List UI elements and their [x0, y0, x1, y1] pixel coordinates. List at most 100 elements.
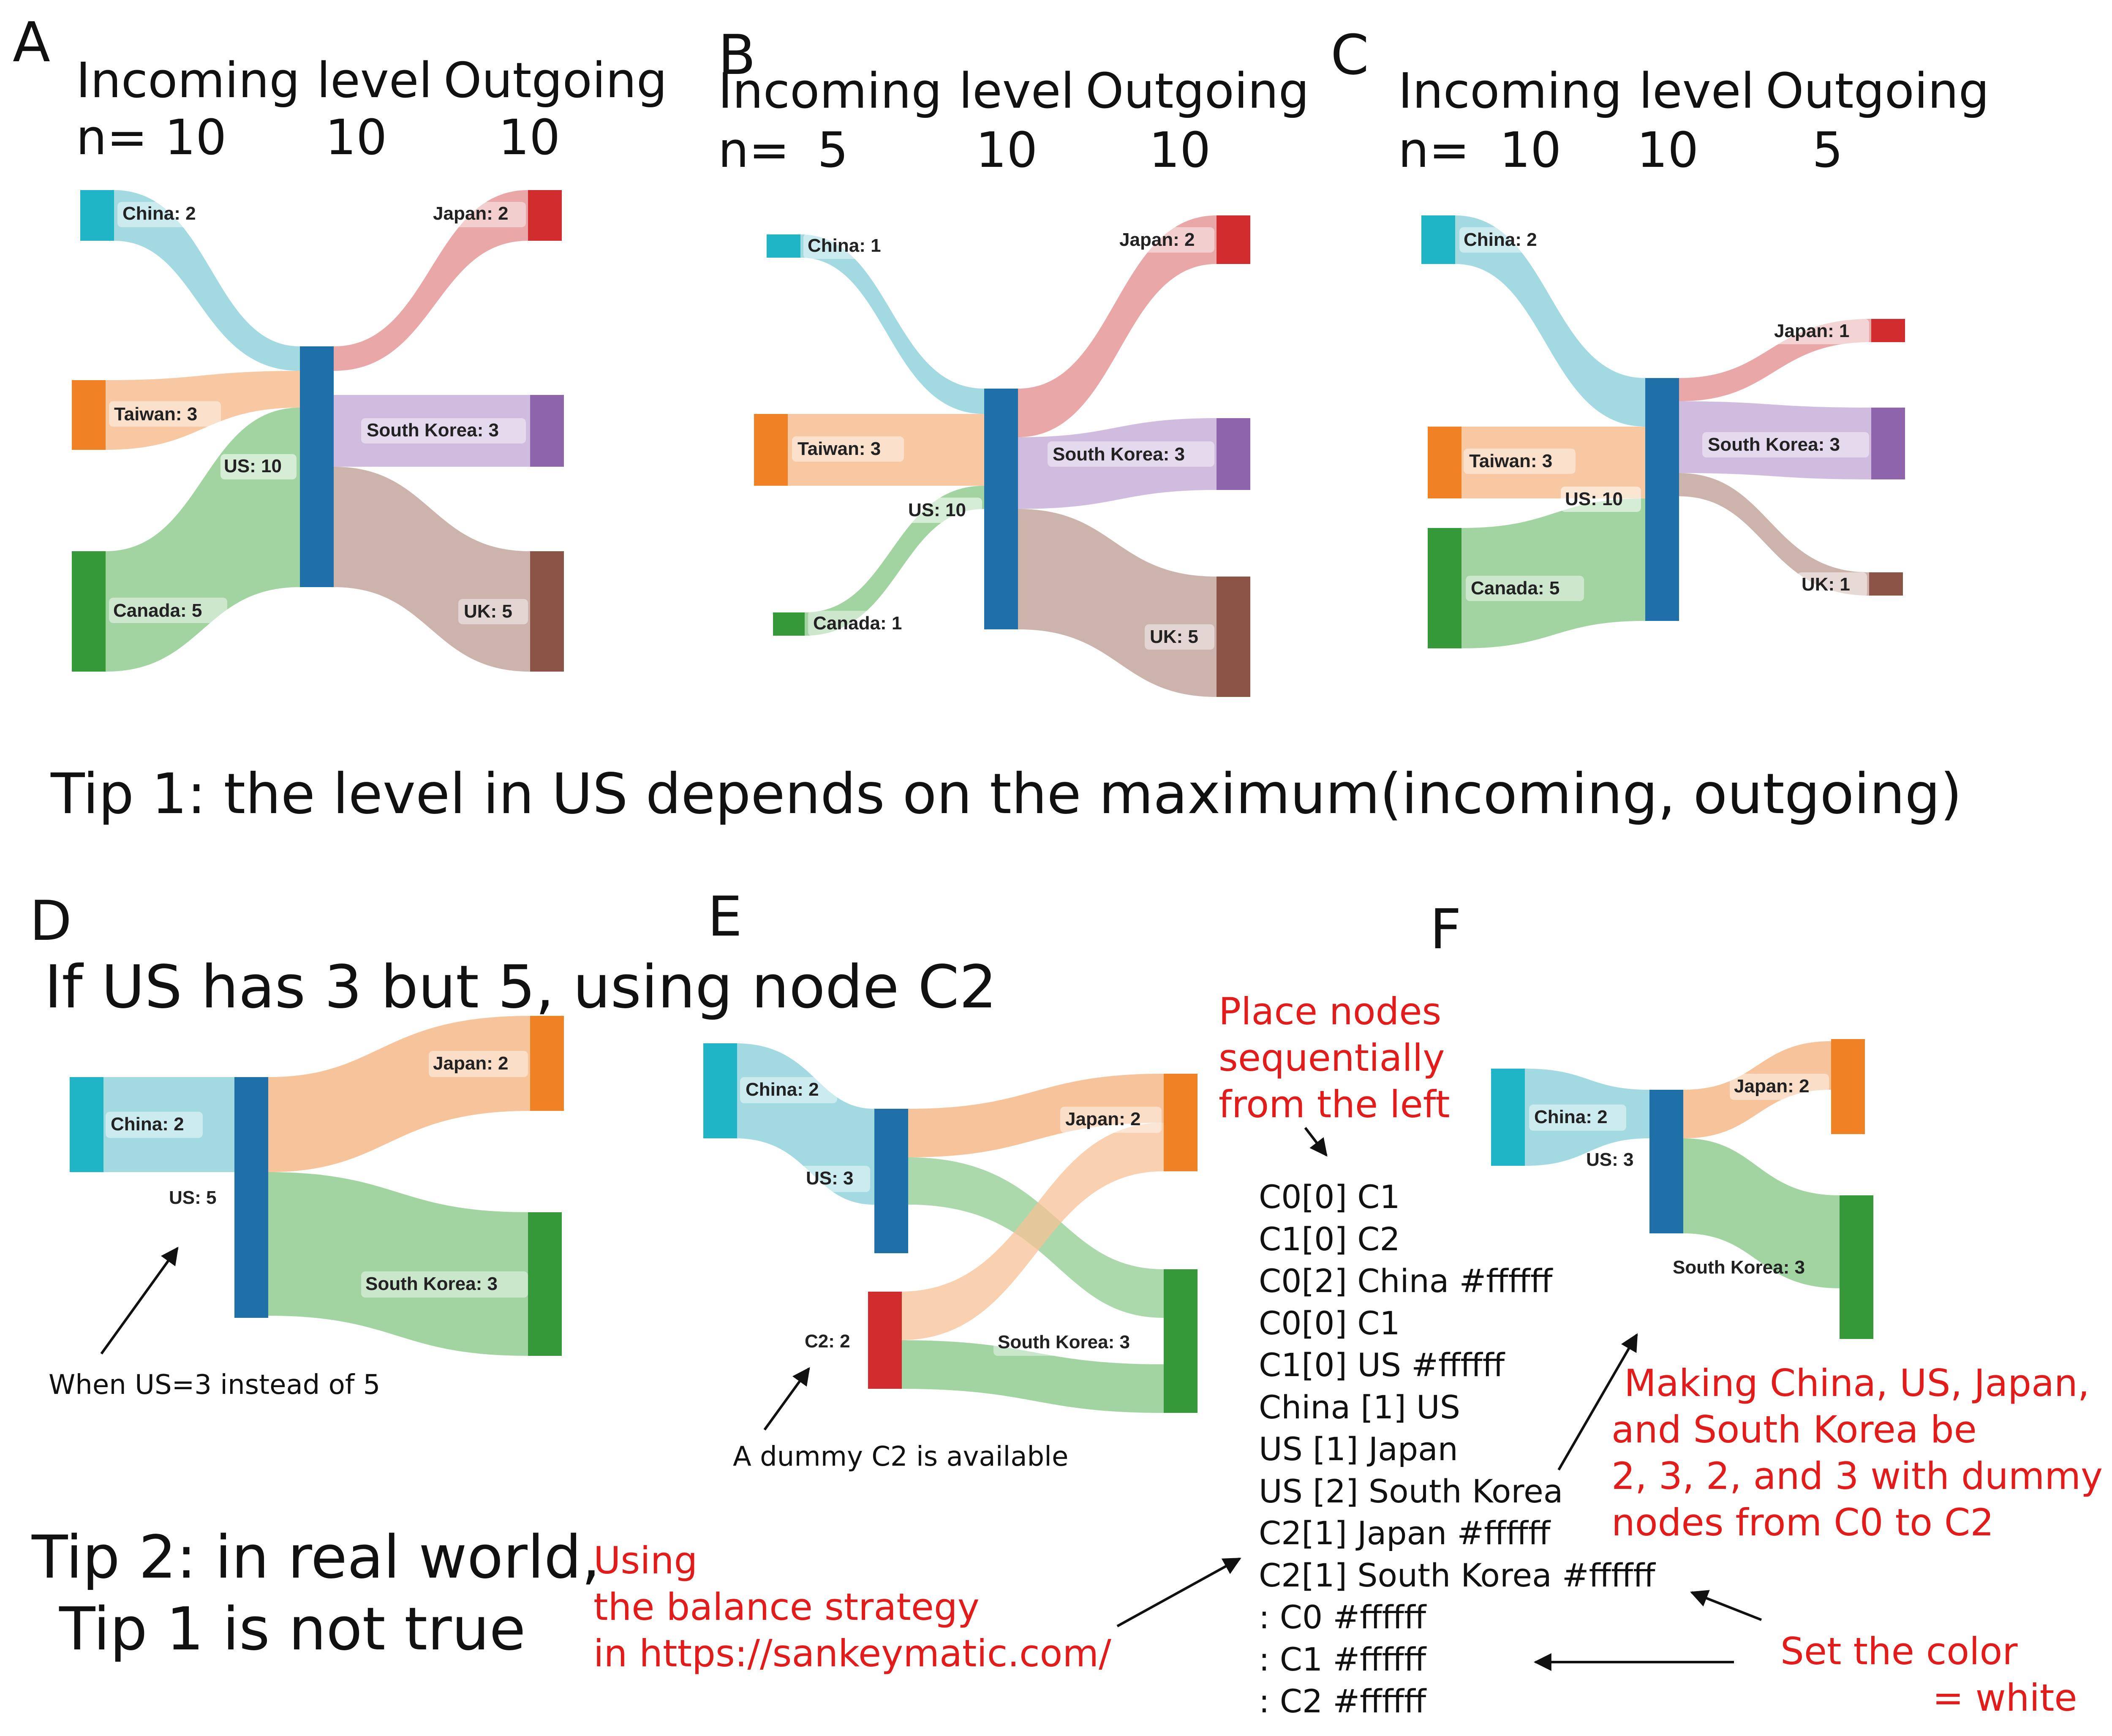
- link-us-south-korea: [334, 395, 530, 467]
- panel-d-letter: D: [30, 889, 72, 953]
- node-japan: [530, 1016, 564, 1111]
- label-canada: Canada: 1: [813, 613, 902, 634]
- panel-c-header-level: level: [1639, 63, 1754, 120]
- panel-b-n-incoming: 5: [817, 122, 848, 179]
- label-japan: Japan: 2: [433, 1053, 509, 1074]
- label-south-korea: South Korea: 3: [365, 1273, 498, 1294]
- panel-c-header-outgoing: Outgoing: [1766, 63, 1990, 120]
- label-bg: [1464, 449, 1576, 474]
- link-us-japan: [334, 190, 528, 371]
- note-line: 2, 3, 2, and 3 with dummy: [1611, 1454, 2103, 1498]
- label-south-korea: South Korea: 3: [1673, 1257, 1805, 1278]
- note-place-nodes: Place nodes sequentially from the left: [1219, 990, 1450, 1126]
- label-japan: Japan: 2: [1734, 1076, 1810, 1097]
- label-bg: [993, 1330, 1160, 1356]
- panel-d-heading: If US has 3 but 5, using node C2: [44, 953, 997, 1022]
- node-japan: [1871, 319, 1905, 342]
- link-canada-us: [805, 486, 984, 636]
- label-uk: UK: 1: [1802, 574, 1850, 595]
- label-china: China: 2: [122, 203, 196, 224]
- node-south-korea: [1217, 418, 1250, 490]
- node-south-korea: [528, 1212, 562, 1356]
- link-china-us: [800, 234, 984, 414]
- code-line: : C1 #ffffff: [1259, 1641, 1427, 1678]
- panel-c-n-label: n=: [1398, 122, 1470, 179]
- label-japan: Japan: 1: [1774, 321, 1850, 341]
- label-bg: [220, 454, 297, 479]
- label-uk: UK: 5: [464, 601, 512, 622]
- note-line: the balance strategy: [593, 1585, 980, 1629]
- label-china: China: 2: [1464, 229, 1537, 250]
- panel-f-letter: F: [1430, 897, 1462, 961]
- note-line: Set the color: [1780, 1630, 2018, 1673]
- link-us-uk: [1018, 509, 1217, 697]
- panel-b-header-incoming: Incoming: [718, 63, 942, 120]
- making-values-arrow: [1557, 1333, 1638, 1471]
- link-taiwan-us: [788, 414, 984, 486]
- node-south-korea: [1164, 1269, 1198, 1413]
- label-bg: [429, 202, 526, 227]
- label-taiwan: Taiwan: 3: [114, 404, 197, 424]
- label-us: US: 3: [1586, 1149, 1633, 1170]
- panel-b-n-outgoing: 10: [1149, 122, 1211, 179]
- label-bg: [1466, 576, 1584, 601]
- label-bg: [1702, 432, 1869, 457]
- node-south-korea: [1840, 1195, 1873, 1339]
- label-bg: [800, 1166, 870, 1192]
- label-taiwan: Taiwan: 3: [797, 438, 881, 459]
- link-china-us: [114, 190, 300, 371]
- node-uk: [530, 551, 564, 672]
- panel-e-letter: E: [708, 884, 742, 949]
- label-bg: [740, 1077, 837, 1103]
- label-us: US: 10: [224, 456, 282, 476]
- link-us-japan: [268, 1016, 530, 1172]
- label-bg: [808, 611, 926, 636]
- code-line: US [2] South Korea: [1259, 1472, 1563, 1510]
- label-japan: Japan: 2: [433, 203, 509, 224]
- panel-a-letter: A: [13, 10, 50, 74]
- label-taiwan: Taiwan: 3: [1469, 451, 1552, 471]
- label-bg: [792, 436, 904, 462]
- node-canada: [72, 551, 106, 672]
- link-us-japan: [1018, 215, 1217, 437]
- label-canada: Canada: 5: [1471, 578, 1560, 599]
- label-south-korea: South Korea: 3: [367, 420, 499, 441]
- label-south-korea: South Korea: 3: [1708, 434, 1840, 455]
- link-china-us: [1525, 1069, 1649, 1166]
- code-line: US [1] Japan: [1259, 1430, 1458, 1468]
- code-line: C2[1] South Korea #ffffff: [1259, 1556, 1656, 1594]
- label-china: China: 2: [111, 1114, 184, 1135]
- code-line: C0[0] C1: [1259, 1178, 1400, 1216]
- label-bg: [1060, 1107, 1162, 1133]
- code-line: China [1] US: [1259, 1388, 1460, 1426]
- panel-a-header-outgoing: Outgoing: [444, 52, 667, 109]
- label-china: China: 2: [746, 1079, 819, 1100]
- panel-c-letter: C: [1331, 23, 1369, 87]
- node-china: [70, 1077, 103, 1172]
- panel-a-n-level: 10: [325, 109, 387, 166]
- note-set-color: Set the color = white: [1780, 1630, 2077, 1720]
- node-china: [703, 1043, 737, 1138]
- label-south-korea: South Korea: 3: [998, 1332, 1130, 1352]
- panel-b-header-level: level: [959, 63, 1074, 120]
- note-line: Making China, US, Japan,: [1624, 1361, 2090, 1405]
- label-bg: [429, 1051, 528, 1077]
- label-us: US: 3: [806, 1168, 853, 1189]
- node-south-korea: [1871, 408, 1905, 479]
- link-us-japan: [1683, 1041, 1831, 1138]
- node-uk: [1217, 577, 1250, 697]
- node-canada: [773, 612, 805, 636]
- label-bg: [1145, 624, 1214, 650]
- link-c2-south-korea: [900, 1340, 1164, 1413]
- panel-c-n-outgoing: 5: [1812, 122, 1843, 179]
- link-us-south-korea: [1679, 401, 1871, 479]
- label-bg: [1529, 1105, 1626, 1131]
- link-china-us: [103, 1077, 234, 1172]
- panel-a-n-label: n=: [76, 109, 147, 166]
- panel-a-header-level: level: [317, 52, 432, 109]
- tip-2-line-1: Tip 2: in real world,: [31, 1523, 600, 1592]
- label-bg: [1797, 572, 1867, 598]
- code-line: : C0 #ffffff: [1259, 1598, 1427, 1636]
- panel-c-n-level: 10: [1637, 122, 1698, 179]
